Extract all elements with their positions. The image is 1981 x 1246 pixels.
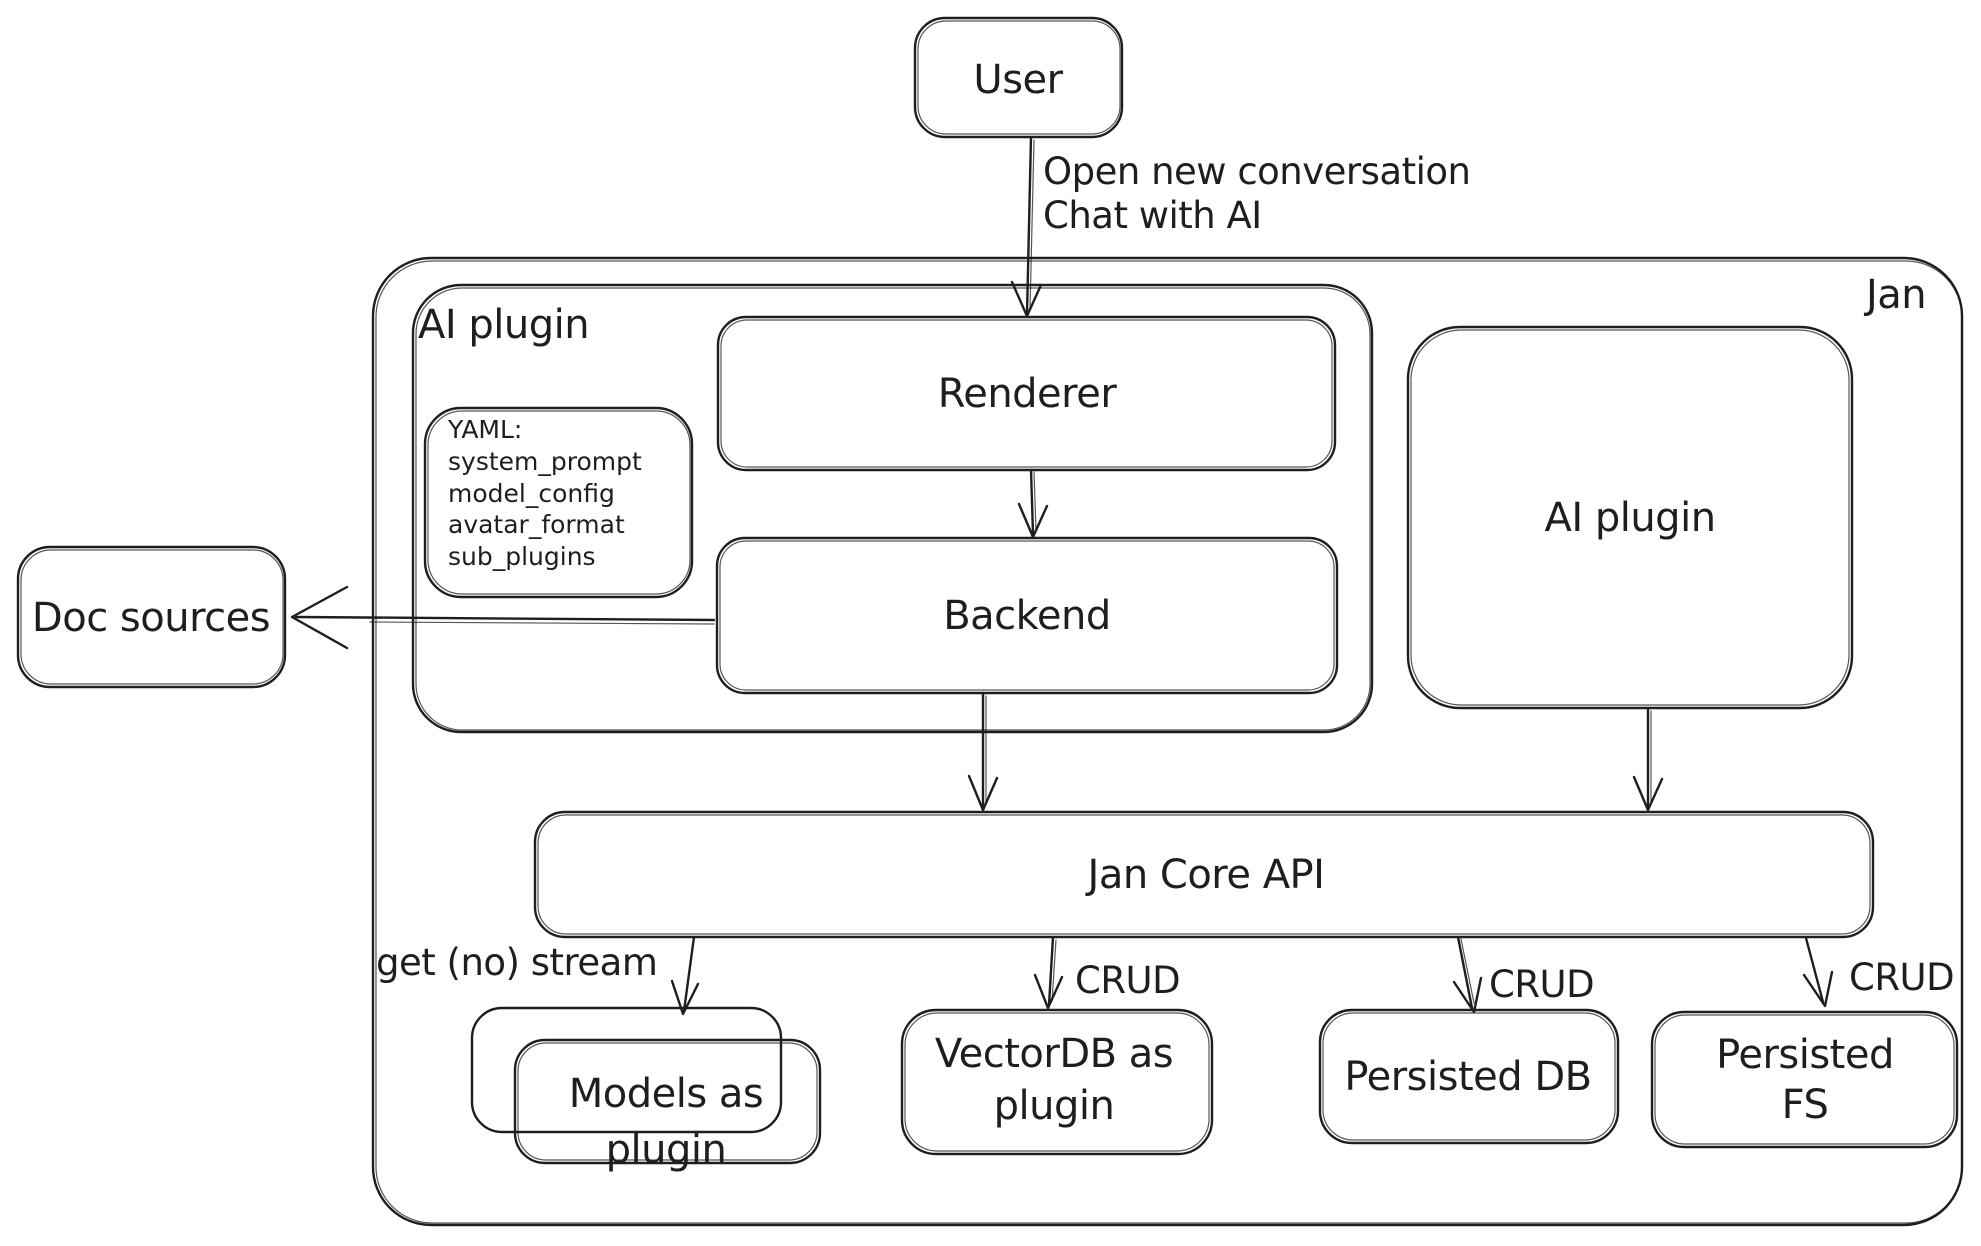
edge-crud-vectordb-label: CRUD [1075,959,1181,1002]
yaml-note-text: YAML: system_prompt model_config avatar_… [448,415,642,571]
models-front-box-echo [517,1042,818,1161]
arrow-jan-core-to-persisted-db [1452,935,1483,1014]
arrow-jan-core-to-persisted-fs [1802,936,1834,1008]
arrow-backend-to-doc-sources [290,585,716,650]
jan-container-box-echo [375,260,1963,1224]
arrow-jan-core-to-vectordb [1033,935,1064,1010]
arrow-jan-core-to-models [670,935,700,1016]
user-box [913,16,1124,139]
renderer-box-echo [720,319,1333,468]
doc-sources-box [16,545,287,689]
backend-box [715,536,1339,695]
backend-box-echo [719,540,1335,691]
persisted-db-label: Persisted DB [1344,1054,1592,1100]
vectordb-box [900,1008,1214,1156]
jan-core-api-box-echo [537,814,1871,935]
yaml-note-box-echo [427,410,691,595]
persisted-fs-box [1650,1010,1959,1149]
edge-user-label: Open new conversation Chat with AI [1043,150,1471,238]
doc-sources-label: Doc sources [31,595,271,641]
persisted-db-box-echo [1322,1012,1616,1141]
ai-plugin-container-box-echo [415,287,1371,731]
ai-plugin-right-box [1406,325,1854,710]
vectordb-label: VectorDB as plugin [934,1031,1174,1129]
arrow-renderer-to-backend [1017,468,1049,539]
edge-crud-persisted-fs-label: CRUD [1849,956,1955,999]
arrow-user-to-renderer [1010,135,1043,318]
vectordb-box-echo [904,1012,1210,1152]
yaml-note-box [423,406,694,599]
edge-crud-persisted-db-label: CRUD [1489,963,1595,1006]
jan-container-label: Jan [1866,272,1927,318]
backend-label: Backend [943,593,1111,639]
edge-get-no-stream-label: get (no) stream [376,941,658,984]
arrow-backend-to-jan-core [967,691,999,812]
models-as-plugin-label: Models as plugin [568,1071,764,1173]
user-label: User [973,57,1063,103]
arrow-ai-plugin-right-to-jan-core [1632,706,1664,812]
ai-plugin-right-label: AI plugin [1544,495,1716,541]
ai-plugin-container-box [411,283,1374,734]
models-back-box [470,1006,783,1134]
ai-plugin-right-box-echo [1410,329,1850,706]
persisted-db-box [1318,1008,1620,1145]
models-front-box [513,1038,822,1165]
persisted-fs-label: Persisted FS [1716,1032,1894,1128]
jan-core-api-label: Jan Core API [1087,852,1325,898]
doc-sources-box-echo [20,549,284,685]
ai-plugin-container-label: AI plugin [418,302,590,348]
persisted-fs-box-echo [1654,1014,1955,1145]
renderer-label: Renderer [937,371,1117,417]
user-box-echo [917,20,1121,135]
jan-core-api-box [533,810,1875,939]
